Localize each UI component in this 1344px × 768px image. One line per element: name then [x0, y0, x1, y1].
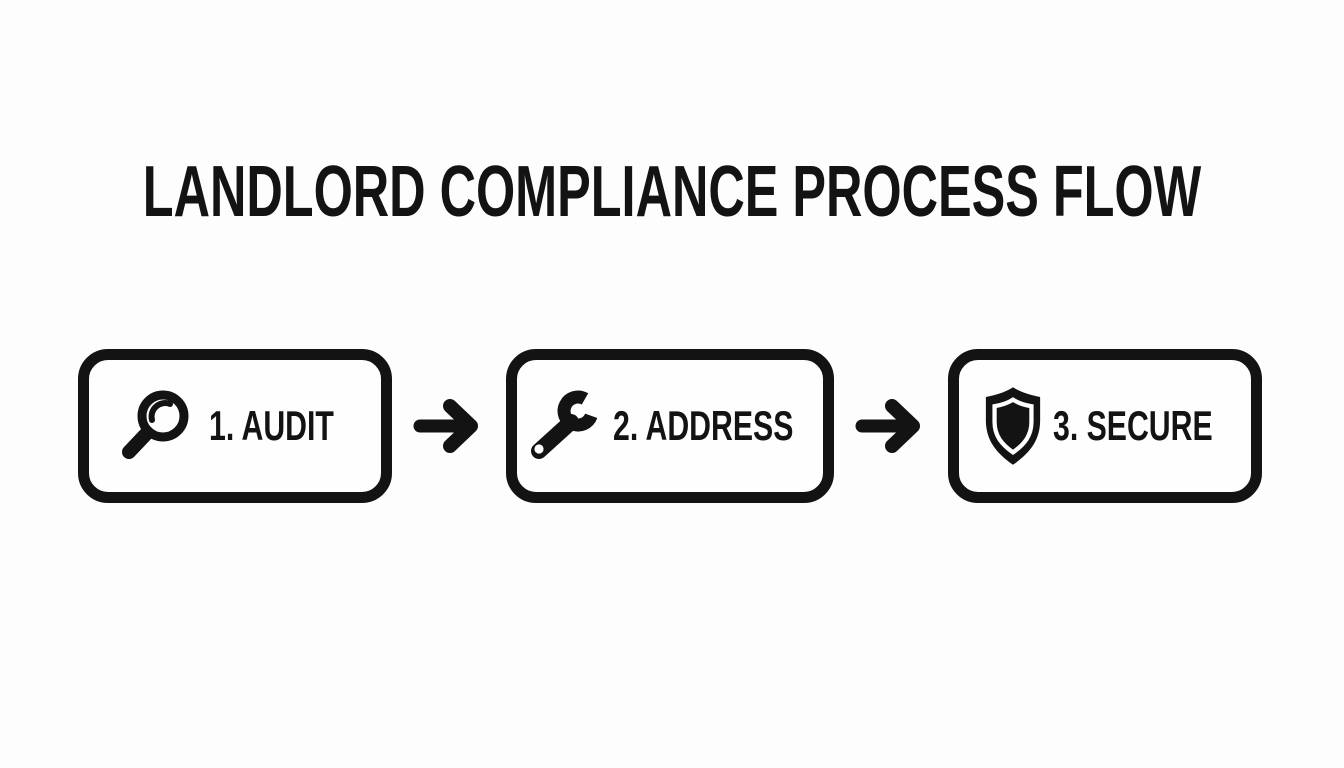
right-arrow-icon: [855, 399, 920, 453]
page-title: LANDLORD COMPLIANCE PROCESS FLOW: [142, 152, 1202, 232]
step-label-wrap: 1. AUDIT: [209, 396, 355, 456]
process-flow: 1. AUDIT 2. ADDRESS: [78, 349, 1262, 503]
step-label-wrap: 2. ADDRESS: [613, 396, 818, 456]
step-box-audit: 1. AUDIT: [78, 349, 392, 503]
step-label: 3. SECURE: [1053, 402, 1213, 449]
step-label: 2. ADDRESS: [613, 402, 794, 449]
wrench-icon: [531, 390, 598, 459]
shield-icon: [985, 387, 1041, 465]
step-box-address: 2. ADDRESS: [506, 349, 834, 503]
right-arrow-icon: [413, 399, 478, 453]
magnifying-glass-icon: [121, 390, 188, 459]
step-label-wrap: 3. SECURE: [1053, 396, 1228, 456]
step-label: 1. AUDIT: [208, 402, 334, 449]
step-box-secure: 3. SECURE: [948, 349, 1262, 503]
